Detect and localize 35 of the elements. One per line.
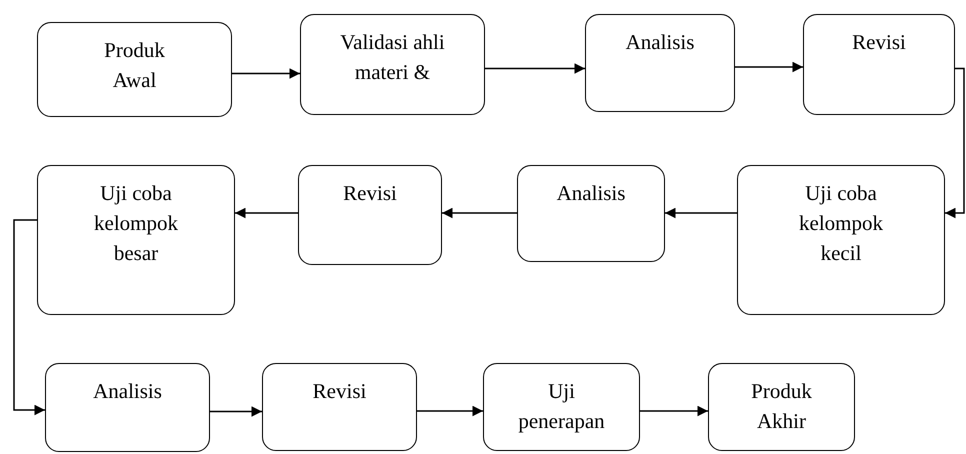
- process-box: [517, 165, 665, 262]
- step-label: Validasi ahli materi &: [339, 29, 446, 86]
- arrow: [210, 406, 262, 417]
- step-label: Revisi: [852, 29, 906, 56]
- process-box: [585, 14, 735, 112]
- process-box: [803, 14, 955, 115]
- process-box: [708, 363, 855, 451]
- step-label: Analisis: [93, 378, 162, 405]
- arrow: [640, 406, 708, 416]
- step-label: Analisis: [626, 29, 694, 56]
- process-box: [298, 165, 442, 265]
- step-label: Produk Awal: [103, 37, 166, 94]
- arrow: [417, 406, 483, 416]
- arrow: [735, 62, 803, 72]
- step-label: Uji coba kelompok kecil: [798, 180, 884, 267]
- process-box: [37, 165, 235, 315]
- arrow: [945, 68, 965, 218]
- step-label: Produk Akhir: [750, 378, 813, 435]
- arrow: [232, 68, 300, 79]
- process-box: [300, 14, 485, 115]
- step-label: Uji penerapan: [517, 378, 606, 435]
- arrow: [665, 208, 737, 218]
- process-box: [262, 363, 417, 451]
- arrow: [485, 63, 585, 74]
- process-box: [737, 165, 945, 315]
- process-box: [37, 22, 232, 117]
- arrow: [442, 208, 517, 218]
- step-label: Revisi: [343, 180, 397, 207]
- step-label: Analisis: [556, 180, 626, 207]
- process-box: [483, 363, 640, 451]
- step-label: Revisi: [312, 378, 366, 405]
- arrow: [13, 219, 45, 416]
- step-label: Uji coba kelompok besar: [93, 180, 179, 267]
- arrow: [235, 208, 298, 218]
- process-box: [45, 363, 210, 452]
